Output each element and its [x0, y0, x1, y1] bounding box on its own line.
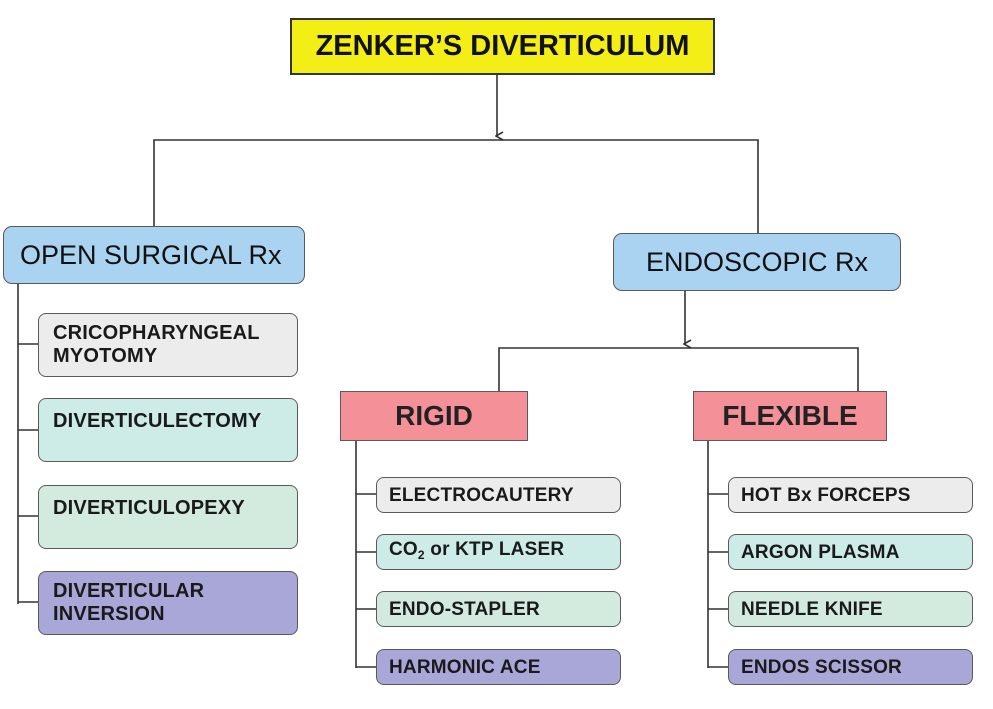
flexible-item-endos-scissor: ENDOS SCISSOR — [728, 649, 973, 685]
flexible-item-label: ARGON PLASMA — [741, 541, 900, 563]
laser-co-text: CO — [389, 538, 418, 560]
open-item-line: CRICOPHARYNGEAL — [53, 322, 260, 344]
open-surgical-box: OPEN SURGICAL Rx — [3, 226, 305, 284]
laser-subscript: 2 — [417, 547, 425, 562]
rigid-item-label: CO2 or KTP LASER — [389, 538, 564, 567]
open-item-line: INVERSION — [53, 603, 165, 625]
open-item-line: DIVERTICULECTOMY — [53, 409, 262, 432]
laser-rest-text: or KTP LASER — [424, 538, 565, 560]
rigid-item-electrocautery: ELECTROCAUTERY — [376, 477, 621, 513]
open-item-diverticulopexy: DIVERTICULOPEXY — [38, 485, 298, 549]
endoscopic-box: ENDOSCOPIC Rx — [613, 233, 901, 291]
main-branch-line — [153, 139, 759, 233]
flexible-item-argon-plasma: ARGON PLASMA — [728, 534, 973, 570]
flexible-label: FLEXIBLE — [722, 400, 858, 431]
flexible-item-label: HOT Bx FORCEPS — [741, 484, 911, 506]
open-item-diverticulectomy: DIVERTICULECTOMY — [38, 398, 298, 462]
open-item-line: DIVERTICULOPEXY — [53, 496, 245, 519]
rigid-item-label: ELECTROCAUTERY — [389, 484, 574, 506]
open-item-line: DIVERTICULAR — [53, 580, 205, 602]
open-item-cricopharyngeal-myotomy: CRICOPHARYNGEAL MYOTOMY — [38, 313, 298, 377]
rigid-item-laser: CO2 or KTP LASER — [376, 534, 621, 570]
endoscopic-label: ENDOSCOPIC Rx — [645, 246, 869, 277]
open-surgical-label: OPEN SURGICAL Rx — [20, 239, 282, 270]
title-box: ZENKER’S DIVERTICULUM — [290, 18, 715, 75]
open-item-line: MYOTOMY — [53, 345, 158, 367]
endo-branch-line — [498, 347, 859, 391]
flexible-box: FLEXIBLE — [693, 391, 887, 441]
rigid-box: RIGID — [340, 391, 528, 441]
flexible-item-label: NEEDLE KNIFE — [741, 598, 883, 620]
rigid-item-label: ENDO-STAPLER — [389, 598, 540, 620]
rigid-item-endo-stapler: ENDO-STAPLER — [376, 591, 621, 627]
rigid-label: RIGID — [395, 400, 473, 431]
rigid-item-harmonic-ace: HARMONIC ACE — [376, 649, 621, 685]
open-item-diverticular-inversion: DIVERTICULAR INVERSION — [38, 571, 298, 635]
flexible-item-hot-bx-forceps: HOT Bx FORCEPS — [728, 477, 973, 513]
title-text: ZENKER’S DIVERTICULUM — [315, 30, 690, 62]
flexible-item-label: ENDOS SCISSOR — [741, 656, 902, 678]
flexible-item-needle-knife: NEEDLE KNIFE — [728, 591, 973, 627]
rigid-item-label: HARMONIC ACE — [389, 656, 541, 678]
